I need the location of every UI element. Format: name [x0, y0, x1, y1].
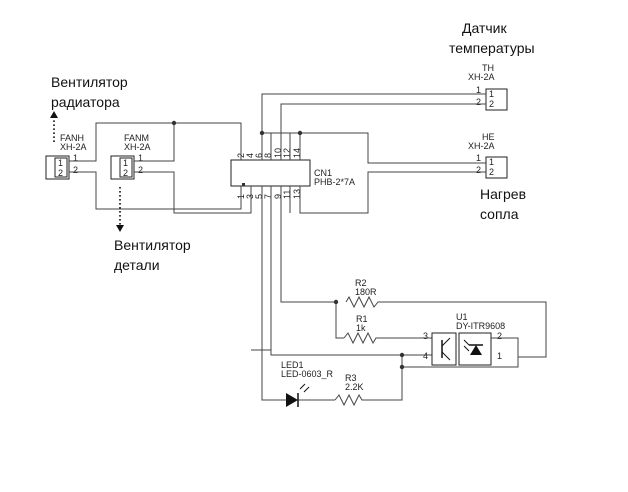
- cn1-pin-12: 12: [282, 148, 292, 158]
- fanm-ref: FANM: [124, 133, 149, 143]
- fan-part-label-line1: Вентилятор: [114, 237, 191, 253]
- fan-part-airflow-arrow: [116, 187, 124, 232]
- r1-value: 1k: [356, 323, 366, 333]
- r3-value: 2.2K: [345, 382, 364, 392]
- cn1-value: PHB-2*7A: [314, 177, 355, 187]
- he-value: XH-2A: [468, 141, 495, 151]
- fanh-box-pin1: 1: [58, 158, 63, 168]
- r3-ref: R3: [345, 373, 357, 383]
- cn1-pin-9: 9: [273, 194, 283, 199]
- cn1-pin-14: 14: [292, 148, 302, 158]
- fanh-pin1-label: 1: [73, 153, 78, 163]
- he-pin1-label: 1: [476, 153, 481, 163]
- fanm-value: XH-2A: [124, 142, 151, 152]
- heater-label-line1: Нагрев: [480, 186, 526, 202]
- he-box-pin1: 1: [489, 157, 494, 167]
- cn1-header: CN1 PHB-2*7A 2 4 6 8 10 12 14 1 3 5 7 9 …: [230, 148, 355, 199]
- u1-ref: U1: [456, 312, 468, 322]
- fanm-pin1-label: 1: [138, 153, 143, 163]
- fanm-box-pin1: 1: [123, 158, 128, 168]
- th-pin1-label: 1: [476, 85, 481, 95]
- led1-value: LED-0603_R: [281, 369, 334, 379]
- cn1-pin-6: 6: [254, 153, 264, 158]
- th-value: XH-2A: [468, 72, 495, 82]
- temp-sensor-label-line2: температуры: [449, 40, 535, 56]
- u1-pin-3: 3: [423, 331, 428, 341]
- fanh-pin2-label: 2: [73, 165, 78, 175]
- he-connector: HE XH-2A 1 2 1 2: [468, 132, 508, 179]
- temp-sensor-label-line1: Датчик: [462, 20, 507, 36]
- led1-diode: LED1 LED-0603_R: [281, 360, 334, 407]
- r3-resistor: R3 2.2K: [334, 373, 365, 407]
- fan-radiator-label-line2: радиатора: [51, 94, 120, 110]
- fanm-pin2-label: 2: [138, 165, 143, 175]
- r2-ref: R2: [355, 278, 367, 288]
- r1-ref: R1: [356, 314, 368, 324]
- u1-value: DY-ITR9608: [456, 321, 505, 331]
- r1-resistor: R1 1k: [343, 314, 380, 345]
- u1-optocoupler: U1 DY-ITR9608 3 4 2 1: [423, 312, 519, 366]
- th-pin2-label: 2: [476, 97, 481, 107]
- u1-pin-2: 2: [497, 331, 502, 341]
- fan-radiator-label-line1: Вентилятор: [51, 74, 128, 90]
- cn1-pin-4: 4: [245, 153, 255, 158]
- cn1-pin-8: 8: [263, 153, 273, 158]
- fanh-value: XH-2A: [60, 142, 87, 152]
- wires: [69, 93, 547, 401]
- th-box-pin2: 2: [489, 99, 494, 109]
- cn1-pin-7: 7: [263, 194, 273, 199]
- heater-label-line2: сопла: [480, 206, 519, 222]
- r2-value: 180R: [355, 287, 377, 297]
- fanm-box-pin2: 2: [123, 168, 128, 178]
- he-pin2-label: 2: [476, 165, 481, 175]
- fanh-box-pin2: 2: [58, 168, 63, 178]
- led1-ref: LED1: [281, 360, 304, 370]
- fan-part-label-line2: детали: [114, 257, 160, 273]
- junctions: [171, 120, 405, 370]
- cn1-pin-11: 11: [282, 190, 292, 199]
- fan-radiator-airflow-arrow: [50, 111, 58, 142]
- fanm-connector: FANM XH-2A 1 2 1 2: [110, 133, 151, 180]
- fanh-ref: FANH: [60, 133, 84, 143]
- u1-pin-1: 1: [497, 351, 502, 361]
- he-ref: HE: [482, 132, 495, 142]
- cn1-ref: CN1: [314, 168, 332, 178]
- th-box-pin1: 1: [489, 89, 494, 99]
- th-connector: TH XH-2A 1 2 1 2: [468, 63, 508, 111]
- cn1-pin-5: 5: [254, 194, 264, 199]
- u1-pin-4: 4: [423, 351, 428, 361]
- he-box-pin2: 2: [489, 167, 494, 177]
- cn1-pin-13: 13: [292, 189, 302, 199]
- th-ref: TH: [482, 63, 494, 73]
- cn1-pin-10: 10: [273, 148, 283, 158]
- r2-resistor: R2 180R: [345, 278, 384, 309]
- fanh-connector: FANH XH-2A 1 2 1 2: [45, 133, 87, 180]
- cn1-pin-3: 3: [245, 194, 255, 199]
